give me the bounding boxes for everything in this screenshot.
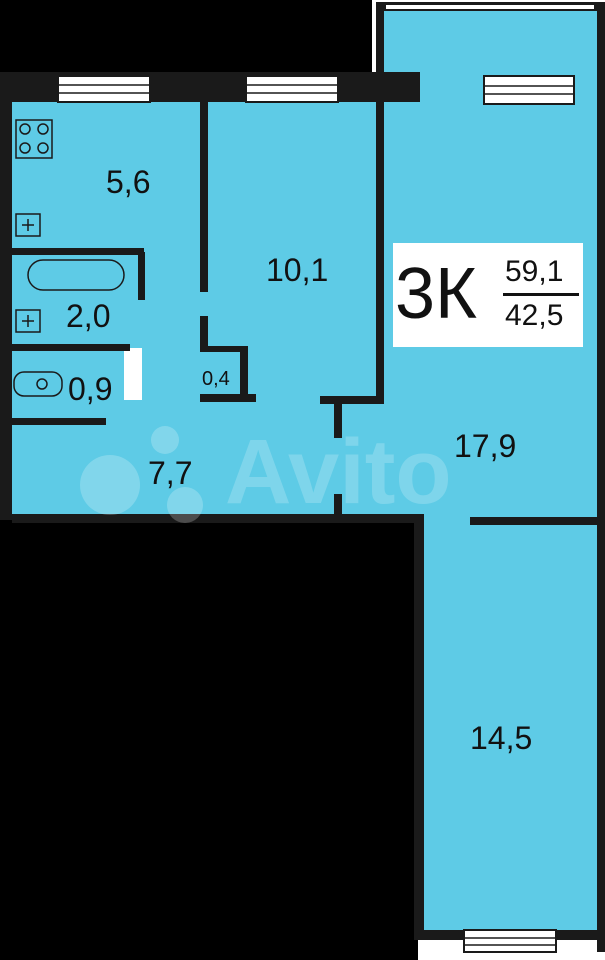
wall-closet-top	[200, 346, 248, 352]
wall-hall-post	[334, 396, 342, 438]
apartment-type-code: 3К	[395, 254, 477, 334]
wall-closet-right	[240, 350, 248, 400]
kitchen-area-label: 5,6	[106, 164, 151, 200]
room-middle-fill	[206, 102, 382, 400]
living-area-value: 42,5	[505, 299, 564, 332]
window-top-right	[384, 3, 596, 11]
window-bottom	[463, 929, 557, 953]
wall-bath-right	[138, 252, 145, 300]
wall-hall-post-low	[334, 494, 342, 522]
watermark-text: Avito	[225, 421, 452, 523]
toilet-area-label: 0,9	[68, 371, 113, 407]
fraction-line	[503, 293, 579, 296]
room-middle-area-label: 10,1	[266, 252, 329, 288]
redaction-top	[0, 0, 372, 72]
wall-hall-stub	[320, 396, 384, 404]
window-lines	[58, 84, 574, 946]
apartment-type-badge: 3К 59,1 42,5	[393, 243, 583, 347]
room-bottom-area-label: 14,5	[470, 720, 533, 756]
wall-bottom-left-edge	[414, 522, 424, 940]
window-middle	[245, 75, 339, 103]
closet-area-label: 0,4	[202, 368, 230, 390]
total-area-value: 59,1	[505, 255, 564, 288]
wall-right-partition	[470, 517, 600, 525]
wall-middle-right	[376, 102, 384, 400]
room-corner-area-label: 17,9	[454, 428, 517, 464]
wall-corner-post	[376, 2, 384, 102]
avito-watermark-logo	[80, 426, 203, 523]
bathtub-icon	[27, 259, 125, 291]
wall-right	[597, 2, 605, 952]
room-bottom-fill	[424, 522, 599, 932]
wall-left	[0, 100, 12, 520]
bathroom-area-label: 2,0	[66, 298, 111, 334]
wall-bath-bottom	[12, 344, 130, 351]
sink-icon	[15, 213, 41, 237]
toilet-icon	[13, 371, 63, 397]
wall-mid-horizontal	[12, 514, 424, 523]
window-kitchen	[57, 75, 151, 103]
washbasin-icon	[15, 309, 41, 333]
wall-closet-bottom	[200, 394, 256, 402]
corridor-fill	[142, 252, 206, 420]
redaction-lower-left	[0, 514, 418, 960]
hallway-area-label: 7,7	[148, 455, 193, 491]
window-corner	[483, 75, 575, 105]
wall-kitchen-right	[200, 102, 208, 292]
wall-bath-top	[12, 248, 144, 255]
wall-toilet-bottom	[12, 418, 106, 425]
windows	[57, 3, 596, 953]
wall-closet-left	[200, 316, 208, 352]
stove-icon	[15, 119, 53, 159]
